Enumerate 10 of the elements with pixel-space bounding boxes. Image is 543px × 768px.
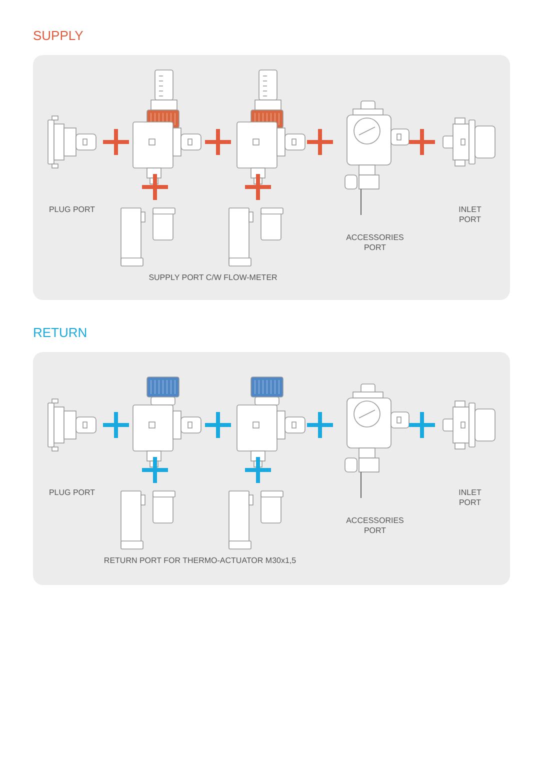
- part-label: PLUG PORT: [48, 205, 96, 216]
- part-label: SUPPLY PORT C/W FLOW-METER: [148, 273, 278, 284]
- part-label: INLET PORT: [458, 488, 482, 509]
- part-label: RETURN PORT FOR THERMO-ACTUATOR M30x1,5: [104, 556, 296, 566]
- section-heading: SUPPLY: [33, 28, 84, 43]
- part-label: INLET PORT: [458, 205, 482, 226]
- part-label: ACCESSORIES PORT: [345, 516, 405, 537]
- section-heading: RETURN: [33, 325, 88, 340]
- part-label: PLUG PORT: [48, 488, 96, 498]
- part-label: ACCESSORIES PORT: [345, 233, 405, 254]
